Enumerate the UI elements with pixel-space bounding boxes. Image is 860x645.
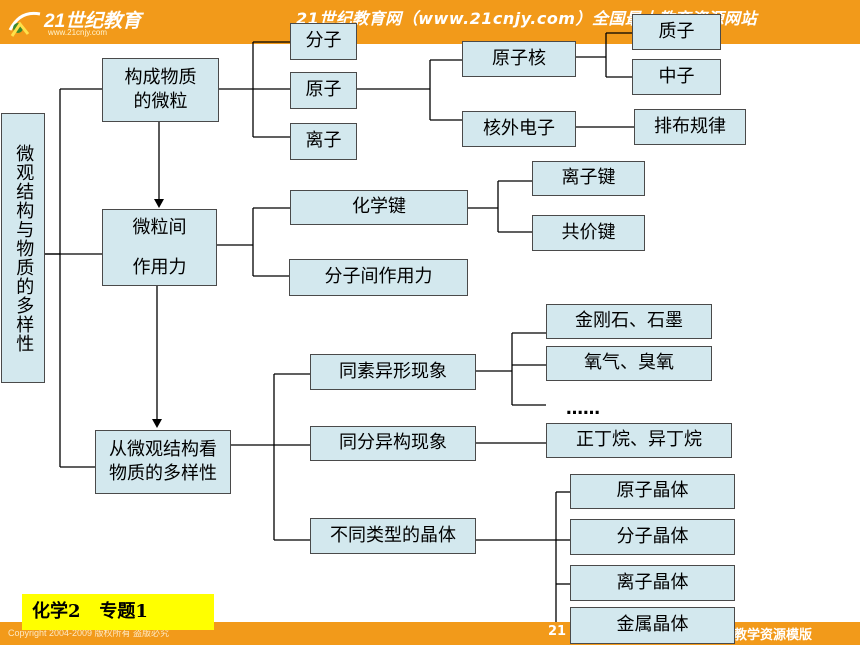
node-molecule: 分子 [290,23,357,60]
node-proton: 质子 [632,14,721,50]
arrow-down-icon [154,199,164,208]
node-allotropy: 同素异形现象 [310,354,476,390]
node-nucleus: 原子核 [462,41,576,77]
node-particles: 构成物质 的微粒 [102,58,219,122]
node-neutron: 中子 [632,59,721,95]
node-molecular-crystal: 分子晶体 [570,519,735,555]
node-atomic-crystal: 原子晶体 [570,474,735,509]
footer-brand: 教学资源模版 [734,628,813,643]
node-ionic-crystal: 离子晶体 [570,565,735,601]
node-oxygen-ozone: 氧气、臭氧 [546,346,712,381]
footer-fragment: 21 [548,624,567,639]
node-electron: 核外电子 [462,111,576,147]
node-ionic-bond: 离子键 [532,161,645,196]
node-crystal: 不同类型的晶体 [310,518,476,554]
node-covalent-bond: 共价键 [532,215,645,251]
logo-url: www.21cnjy.com [48,28,107,37]
copyright-text: Copyright 2004-2009 版权所有 盗版必究 [8,628,170,638]
node-ellipsis: …… [566,399,600,419]
node-butane: 正丁烷、异丁烷 [546,423,732,458]
node-metallic-crystal: 金属晶体 [570,607,735,644]
root-node: 微观结构与物质的多样性 [1,113,45,383]
node-interaction: 微粒间 作用力 [102,209,217,286]
node-isomerism: 同分异构现象 [310,426,476,461]
node-intermolecular: 分子间作用力 [289,259,468,296]
node-ion: 离子 [290,123,357,160]
logo-icon [8,11,41,37]
node-chemical-bond: 化学键 [290,190,468,225]
site-logo[interactable] [6,4,156,40]
logo-text: 21世纪教育 [44,11,142,32]
subject-badge: 化学2 专题1 [22,594,214,630]
arrow-down-icon [152,419,162,428]
node-diversity: 从微观结构看 物质的多样性 [95,430,231,494]
node-rule: 排布规律 [634,109,746,145]
node-diamond-graphite: 金刚石、石墨 [546,304,712,339]
node-atom: 原子 [290,72,357,109]
